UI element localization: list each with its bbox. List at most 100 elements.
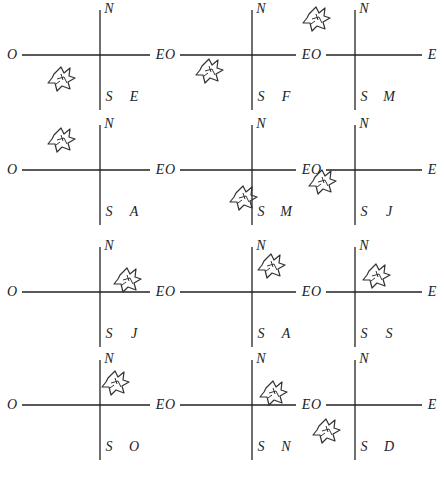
compass-cross bbox=[22, 360, 150, 460]
compass-letter: S bbox=[106, 90, 113, 104]
bird-sketch bbox=[230, 186, 257, 210]
compass-letter: S bbox=[361, 90, 368, 104]
compass-letter: O bbox=[165, 398, 175, 412]
north-south-axis bbox=[354, 10, 355, 110]
bird-sketch bbox=[303, 7, 330, 31]
east-west-axis bbox=[22, 169, 150, 170]
compass-letter: N bbox=[359, 2, 368, 16]
compass-letter: N bbox=[256, 2, 265, 16]
east-west-axis bbox=[22, 404, 150, 405]
compass-letter: E bbox=[302, 48, 311, 62]
compass-cross bbox=[22, 247, 150, 347]
compass-cross bbox=[313, 360, 422, 460]
north-south-axis bbox=[251, 360, 252, 460]
east-west-axis bbox=[180, 404, 296, 405]
bird-sketch bbox=[48, 67, 75, 91]
compass-letter: O bbox=[311, 163, 321, 177]
compass-cross bbox=[309, 125, 422, 225]
east-west-axis bbox=[326, 404, 422, 405]
bird-sketch bbox=[102, 371, 129, 395]
compass-cross bbox=[180, 360, 296, 460]
east-west-axis bbox=[22, 54, 150, 55]
compass-letter: O bbox=[7, 48, 17, 62]
compass-letter: E bbox=[302, 398, 311, 412]
east-west-axis bbox=[326, 54, 422, 55]
compass-letter: N bbox=[359, 239, 368, 253]
north-south-axis bbox=[354, 360, 355, 460]
compass-letter: S bbox=[258, 440, 265, 454]
month-letter: O bbox=[129, 440, 139, 454]
compass-letter: S bbox=[258, 90, 265, 104]
bird-sketch bbox=[363, 264, 390, 288]
compass-letter: E bbox=[156, 398, 165, 412]
compass-cross bbox=[22, 10, 150, 110]
month-letter: A bbox=[282, 327, 291, 341]
north-south-axis bbox=[251, 247, 252, 347]
month-letter: N bbox=[281, 440, 290, 454]
east-west-axis bbox=[326, 169, 422, 170]
compass-letter: N bbox=[256, 352, 265, 366]
north-south-axis bbox=[99, 360, 100, 460]
compass-letter: N bbox=[104, 352, 113, 366]
compass-letter: E bbox=[156, 163, 165, 177]
north-south-axis bbox=[99, 10, 100, 110]
east-west-axis bbox=[180, 291, 296, 292]
compass-letter: E bbox=[428, 48, 437, 62]
compass-letter: O bbox=[7, 163, 17, 177]
compass-cross bbox=[326, 247, 422, 347]
compass-letter: N bbox=[104, 239, 113, 253]
month-letter: F bbox=[282, 90, 291, 104]
compass-letter: O bbox=[165, 285, 175, 299]
compass-letter: O bbox=[311, 285, 321, 299]
east-west-axis bbox=[180, 54, 296, 55]
compass-letter: N bbox=[359, 117, 368, 131]
compass-letter: S bbox=[258, 205, 265, 219]
north-south-axis bbox=[354, 247, 355, 347]
compass-letter: E bbox=[302, 163, 311, 177]
compass-letter: E bbox=[156, 48, 165, 62]
compass-letter: S bbox=[361, 440, 368, 454]
compass-letter: S bbox=[106, 205, 113, 219]
compass-cross bbox=[180, 125, 296, 225]
month-letter: J bbox=[131, 327, 137, 341]
compass-letter: N bbox=[359, 352, 368, 366]
north-south-axis bbox=[251, 125, 252, 225]
north-south-axis bbox=[251, 10, 252, 110]
compass-letter: O bbox=[311, 398, 321, 412]
compass-letter: O bbox=[311, 48, 321, 62]
bird-sketch bbox=[114, 268, 141, 292]
bird-sketch bbox=[260, 381, 287, 405]
compass-letter: N bbox=[256, 117, 265, 131]
compass-cross bbox=[180, 247, 296, 347]
bird-sketch bbox=[313, 419, 340, 443]
bird-sketch bbox=[258, 254, 285, 278]
month-letter: A bbox=[130, 205, 139, 219]
compass-letter: E bbox=[428, 163, 437, 177]
compass-letter: S bbox=[361, 205, 368, 219]
month-letter: M bbox=[383, 90, 395, 104]
compass-letter: S bbox=[258, 327, 265, 341]
month-letter: M bbox=[280, 205, 292, 219]
compass-letter: N bbox=[104, 117, 113, 131]
month-letter: S bbox=[386, 327, 393, 341]
compass-cross bbox=[22, 125, 150, 225]
compass-letter: N bbox=[104, 2, 113, 16]
compass-letter: E bbox=[156, 285, 165, 299]
east-west-axis bbox=[22, 291, 150, 292]
compass-letter: E bbox=[428, 285, 437, 299]
compass-cross bbox=[180, 10, 296, 110]
compass-letter: E bbox=[428, 398, 437, 412]
north-south-axis bbox=[354, 125, 355, 225]
compass-letter: E bbox=[302, 285, 311, 299]
month-letter: J bbox=[386, 205, 392, 219]
compass-letter: N bbox=[256, 239, 265, 253]
compass-letter: S bbox=[106, 327, 113, 341]
east-west-axis bbox=[326, 291, 422, 292]
compass-letter: O bbox=[165, 48, 175, 62]
compass-letter: O bbox=[7, 398, 17, 412]
bird-sketch bbox=[196, 59, 223, 83]
compass-letter: O bbox=[165, 163, 175, 177]
month-letter: E bbox=[130, 90, 139, 104]
month-letter: D bbox=[384, 440, 394, 454]
